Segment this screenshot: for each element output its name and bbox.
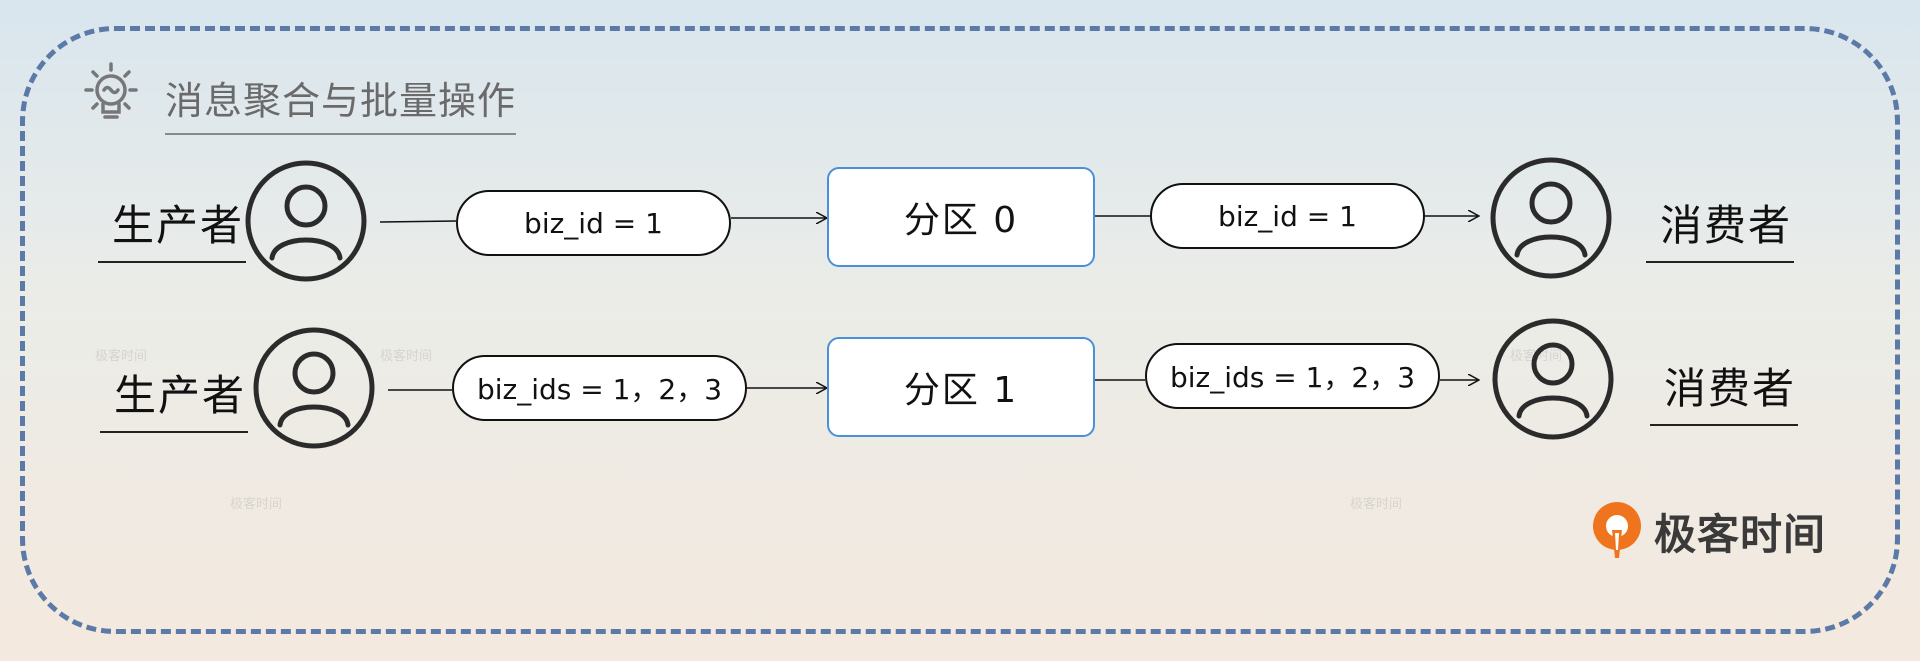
geektime-logo-icon <box>1593 502 1641 558</box>
consumer-label: 消费者 <box>1646 192 1795 263</box>
message-pill: biz_ids = 1，2，3 <box>452 355 747 421</box>
consumer-person-icon <box>1492 318 1614 440</box>
producer-person-icon <box>253 327 375 449</box>
watermark: 极客时间 <box>1350 497 1403 512</box>
lightbulb-icon <box>84 62 138 119</box>
partition-box: 分区 1 <box>827 337 1095 437</box>
message-pill: biz_id = 1 <box>456 190 731 256</box>
consumer-person-icon <box>1490 157 1612 279</box>
watermark: 极客时间 <box>380 349 433 364</box>
brand-logo: 极客时间 <box>1590 500 1826 562</box>
watermark: 极客时间 <box>95 349 148 364</box>
message-pill: biz_id = 1 <box>1150 183 1425 249</box>
consumer-label: 消费者 <box>1650 355 1799 426</box>
producer-label: 生产者 <box>100 362 249 433</box>
producer-person-icon <box>245 160 367 282</box>
producer-label: 生产者 <box>98 192 247 263</box>
diagram-frame <box>20 26 1900 634</box>
partition-box: 分区 0 <box>827 167 1095 267</box>
watermark: 极客时间 <box>230 497 283 512</box>
row1-line-producer-to-message <box>379 220 457 223</box>
message-pill: biz_ids = 1，2，3 <box>1145 343 1440 409</box>
logo-text: 极客时间 <box>1654 509 1827 559</box>
diagram-title: 消息聚合与批量操作 <box>165 70 517 135</box>
